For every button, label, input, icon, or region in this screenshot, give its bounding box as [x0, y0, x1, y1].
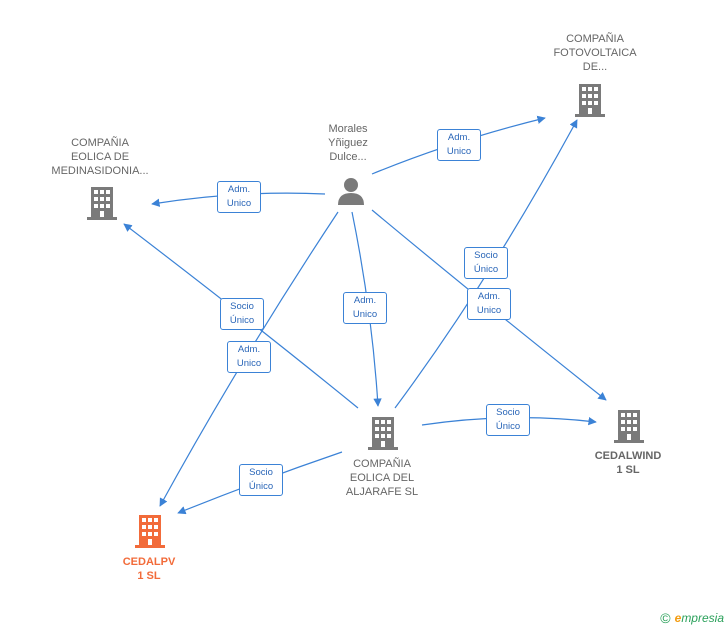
empresia-brand[interactable]: © empresia [660, 610, 724, 626]
edge-label-aljarafe-fotovoltaica: Socio Único [464, 247, 508, 279]
building-icon-cedalwind[interactable] [614, 410, 644, 443]
node-label-fotovoltaica[interactable]: COMPAÑIA FOTOVOLTAICA DE... [553, 33, 637, 73]
edge-label-aljarafe-medinasidonia: Socio Único [220, 298, 264, 330]
edge-label-person-cedalpv: Adm. Unico [227, 341, 271, 373]
node-label-cedalpv[interactable]: CEDALPV 1 SL [122, 556, 176, 582]
building-icon-cedalpv[interactable] [135, 515, 165, 548]
building-icon-medinasidonia[interactable] [87, 187, 117, 220]
edge-label-aljarafe-cedalwind: Socio Único [486, 404, 530, 436]
copyright-icon: © [660, 610, 671, 626]
edge-label-person-aljarafe: Adm. Unico [343, 292, 387, 324]
building-icon-aljarafe[interactable] [368, 417, 398, 450]
edge-label-person-medinasidonia: Adm. Unico [217, 181, 261, 213]
edge-label-person-fotovoltaica: Adm. Unico [437, 129, 481, 161]
node-label-person[interactable]: Morales Yñiguez Dulce... [328, 123, 368, 163]
building-icon-fotovoltaica[interactable] [575, 84, 605, 117]
person-icon[interactable] [338, 178, 364, 205]
brand-name: empresia [674, 611, 724, 625]
node-label-medinasidonia[interactable]: COMPAÑIA EOLICA DE MEDINASIDONIA... [51, 137, 149, 177]
edge-label-person-cedalwind: Adm. Unico [467, 288, 511, 320]
edge-label-aljarafe-cedalpv: Socio Único [239, 464, 283, 496]
node-label-cedalwind[interactable]: CEDALWIND 1 SL [594, 450, 662, 476]
node-label-aljarafe[interactable]: COMPAÑIA EOLICA DEL ALJARAFE SL [345, 458, 419, 498]
